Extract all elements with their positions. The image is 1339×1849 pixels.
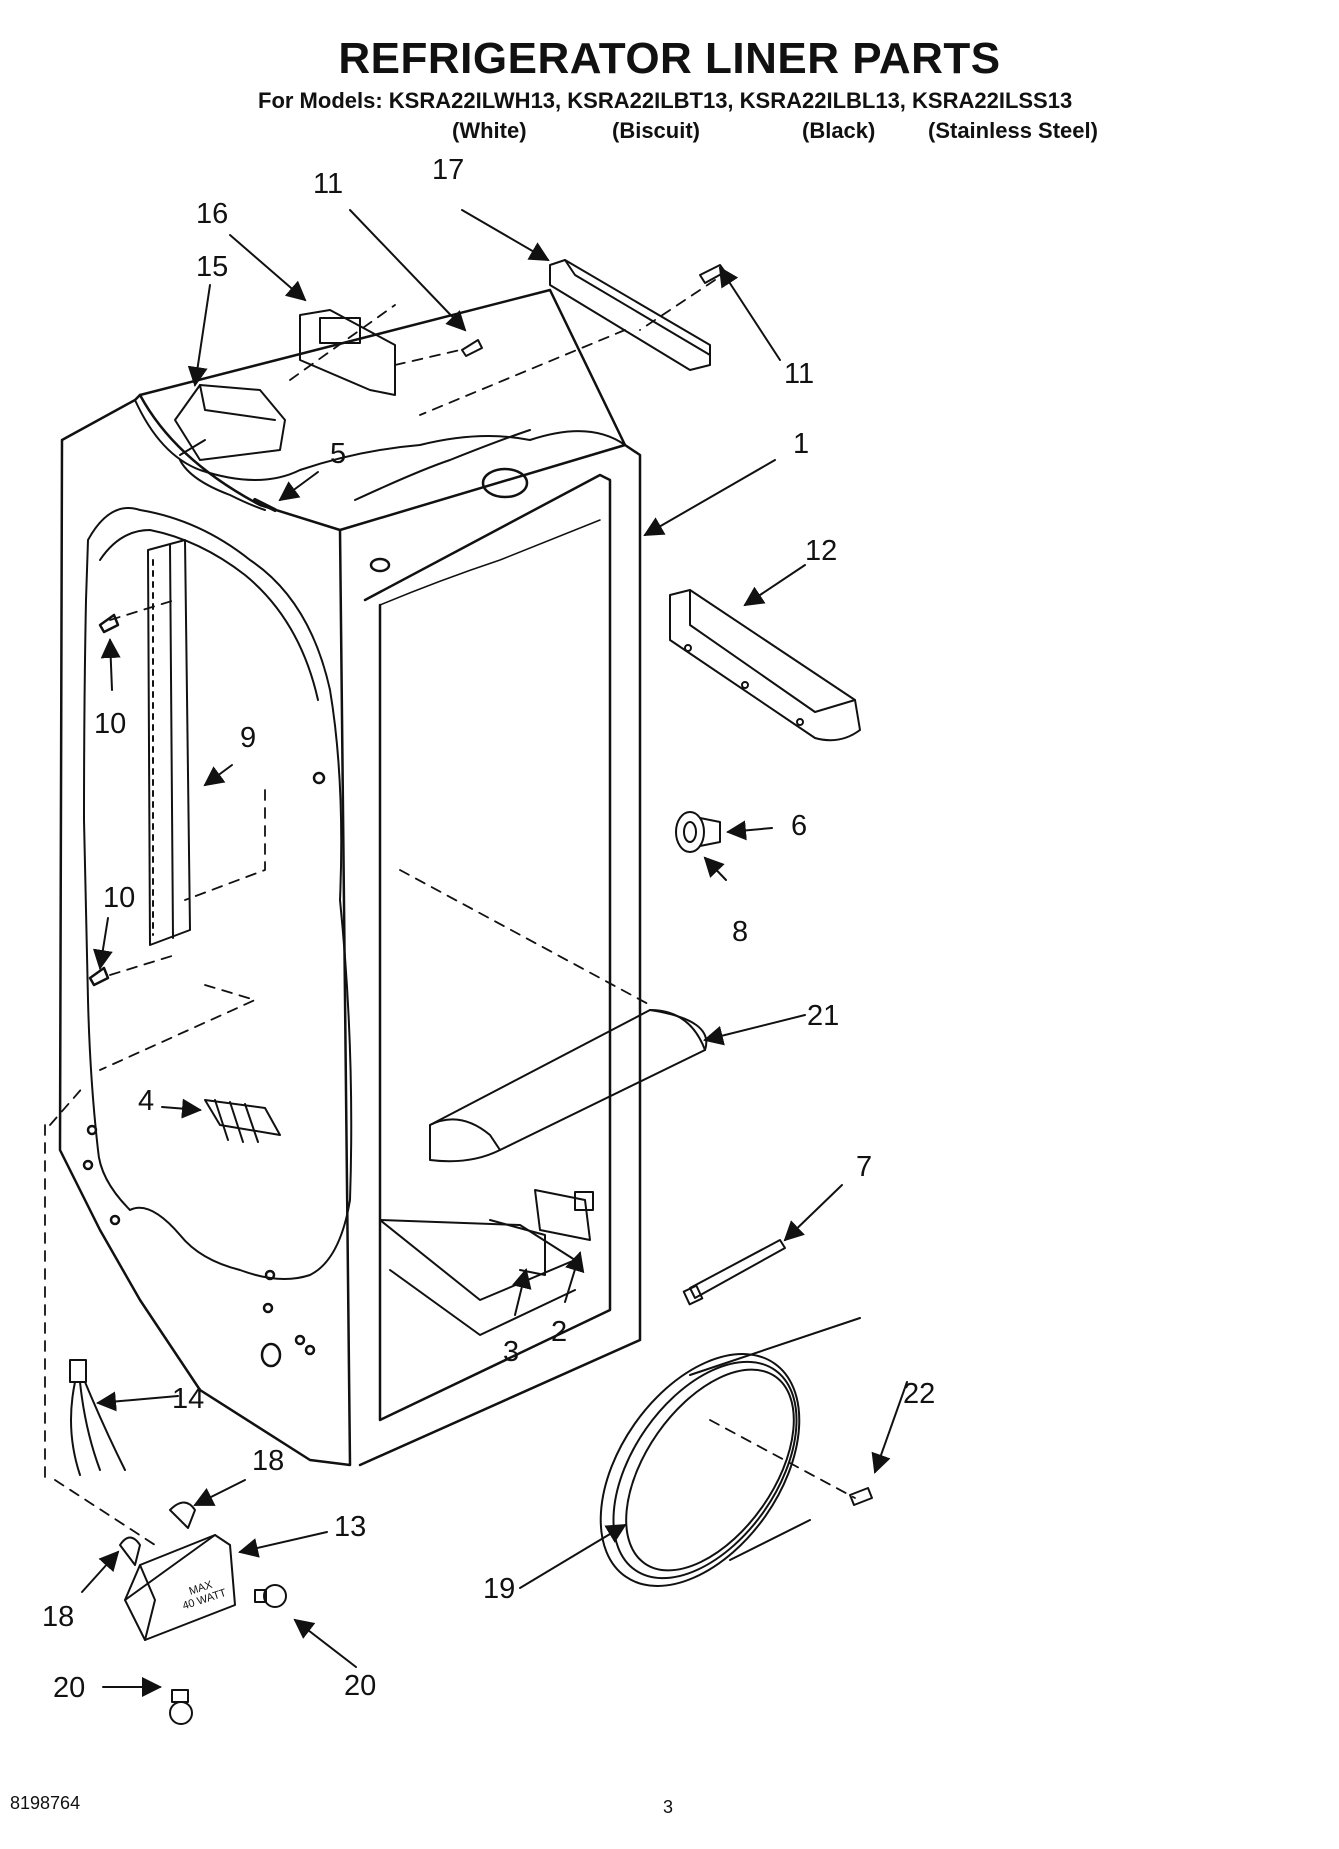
- callout-16: 16: [196, 198, 229, 230]
- callout-14: 14: [172, 1383, 205, 1415]
- callout-10-lower: 10: [103, 882, 136, 914]
- color-biscuit: (Biscuit): [612, 118, 700, 143]
- callout-15: 15: [196, 251, 229, 283]
- screw-10b: [88, 966, 110, 987]
- screw-10a: [98, 613, 120, 634]
- callout-11-left: 11: [313, 168, 344, 200]
- bulb-20a: [254, 1584, 287, 1608]
- callout-18-upper: 18: [252, 1445, 285, 1477]
- rail-17: [549, 259, 711, 371]
- harness-14: [69, 1359, 126, 1476]
- vent-grille: [204, 1099, 281, 1143]
- callout-17: 17: [432, 154, 465, 186]
- models-line: For Models: KSRA22ILWH13, KSRA22ILBT13, …: [258, 88, 1073, 113]
- callout-22: 22: [903, 1378, 936, 1410]
- callout-8: 8: [732, 916, 749, 948]
- callout-7: 7: [856, 1151, 873, 1183]
- callout-11-right: 11: [784, 358, 815, 390]
- lamp-housing-13: [124, 1534, 236, 1641]
- callout-6: 6: [791, 810, 808, 842]
- callout-20-left: 20: [53, 1672, 86, 1704]
- cover-21: [429, 1009, 708, 1163]
- callout-5: 5: [330, 438, 347, 470]
- callout-19: 19: [483, 1573, 516, 1605]
- doc-number: 8198764: [10, 1793, 81, 1813]
- callout-4: 4: [138, 1085, 155, 1117]
- color-white: (White): [452, 118, 527, 143]
- bulb-20b: [169, 1689, 193, 1725]
- callout-10-upper: 10: [94, 708, 127, 740]
- bracket-16: [299, 309, 396, 396]
- channel-12: [669, 589, 861, 742]
- page-number: 3: [663, 1797, 674, 1817]
- callout-2: 2: [551, 1316, 568, 1348]
- control-housing: [174, 384, 286, 461]
- page-title: REFRIGERATOR LINER PARTS: [338, 34, 1001, 83]
- knob-part: [675, 811, 721, 853]
- callout-3: 3: [503, 1336, 520, 1368]
- shelf-rail-part: [147, 539, 191, 946]
- callout-9: 9: [240, 722, 257, 754]
- callout-18-lower: 18: [42, 1601, 75, 1633]
- callout-21: 21: [807, 1000, 840, 1032]
- callout-13: 13: [334, 1511, 367, 1543]
- bracket-2-3: [489, 1189, 594, 1276]
- tie-strap-7: [682, 1239, 786, 1306]
- color-black: (Black): [802, 118, 876, 143]
- liner-body: [58, 288, 642, 1467]
- callout-12: 12: [805, 535, 838, 567]
- callout-1: 1: [793, 428, 810, 460]
- callout-20-right: 20: [344, 1670, 377, 1702]
- color-stainless: (Stainless Steel): [928, 118, 1098, 143]
- tubing-19: [599, 1317, 861, 1587]
